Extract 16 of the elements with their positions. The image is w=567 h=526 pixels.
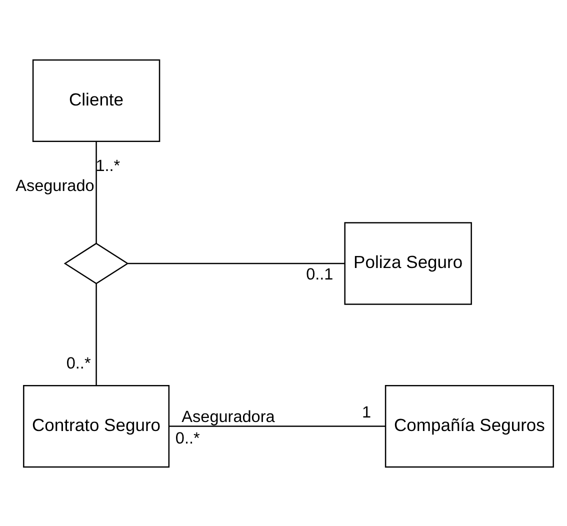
connector <box>169 425 385 426</box>
connector <box>96 141 97 243</box>
edge-label: Aseguradora <box>182 407 275 426</box>
node-diamond <box>64 242 129 284</box>
label: 1 <box>362 403 372 422</box>
label: 1..* <box>96 156 120 174</box>
node-box: Compañía Seguros <box>384 384 554 468</box>
label: 0..1 <box>306 264 334 283</box>
node-box: Poliza Seguro <box>344 222 472 304</box>
edge-label: Asegurado <box>16 176 94 194</box>
connector <box>96 283 97 386</box>
label: 0..* <box>66 354 91 372</box>
label: 0..* <box>175 428 200 447</box>
node-box: Cliente <box>32 58 160 142</box>
node-box: Contrato Seguro <box>23 384 170 468</box>
connector <box>128 262 345 264</box>
